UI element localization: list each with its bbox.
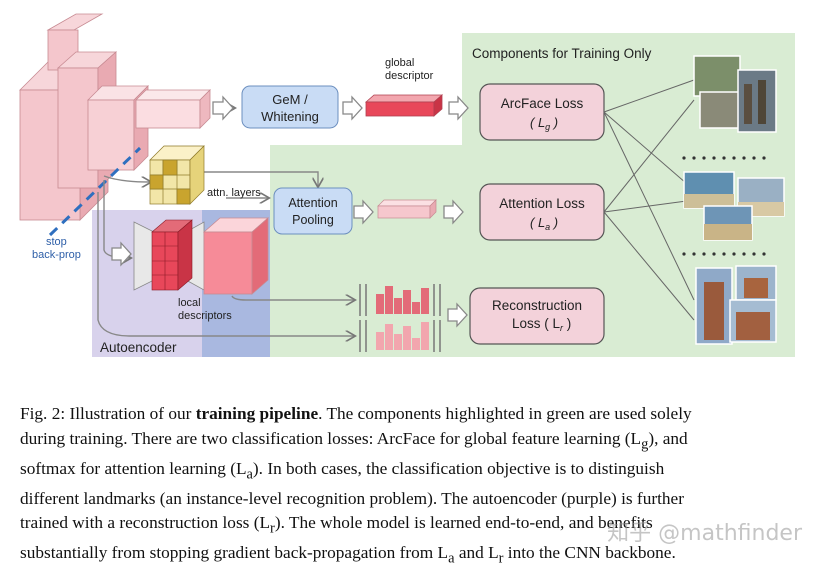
- loss-image-links: [603, 79, 695, 321]
- caption-text: into the CNN backbone.: [503, 543, 676, 563]
- caption-line-2: during training. There are two classific…: [20, 427, 810, 457]
- descriptor-label: descriptor: [385, 70, 434, 82]
- green-title: Components for Training Only: [472, 46, 652, 61]
- attention-pooling-label-2: Pooling: [292, 213, 334, 227]
- reconstruction-loss-box: Reconstruction Loss ( Lr ): [469, 287, 605, 345]
- attention-pooling-box: [273, 187, 353, 235]
- attn-layers-label: attn. layers: [207, 187, 261, 199]
- arcface-loss-label: ArcFace Loss: [501, 96, 584, 111]
- gem-label-2: Whitening: [261, 109, 319, 124]
- figure-caption: Fig. 2: Illustration of our training pip…: [20, 402, 810, 571]
- caption-line-5: trained with a reconstruction loss (Lr).…: [20, 511, 810, 541]
- encoder-shape: [133, 221, 155, 291]
- caption-text: trained with a reconstruction loss (L: [20, 513, 271, 533]
- gem-label-1: GeM /: [272, 92, 308, 107]
- hollow-arrows: [111, 95, 469, 328]
- stop-backprop-line: [48, 146, 142, 237]
- connectors: [97, 108, 354, 336]
- reconstruction-loss-label: Reconstruction: [492, 298, 582, 313]
- global-label: global: [385, 57, 414, 69]
- caption-line-3: softmax for attention learning (La). In …: [20, 457, 810, 487]
- caption-text: ). The whole model is learned end-to-end…: [274, 513, 653, 533]
- landmark-images-group-2: [683, 171, 785, 241]
- caption-text: ). In both cases, the classification obj…: [252, 458, 665, 478]
- landmark-images-group-3: [695, 265, 777, 345]
- caption-sub: r: [498, 550, 504, 567]
- local-label: local: [178, 297, 201, 309]
- dots-2: [682, 252, 766, 256]
- diagram-svg: Components for Training Only Autoencoder…: [19, 13, 795, 357]
- attention-loss-box: Attention Loss ( La ): [479, 183, 605, 241]
- caption-text: during training. There are two classific…: [20, 428, 642, 448]
- caption-sub: g: [641, 436, 649, 453]
- backprop-label: back-prop: [32, 249, 81, 261]
- caption-text: softmax for attention learning (L: [20, 458, 247, 478]
- descriptors-label: descriptors: [178, 310, 232, 322]
- attention-pooling-label-1: Attention: [288, 196, 337, 210]
- caption-line-6: substantially from stopping gradient bac…: [20, 541, 810, 571]
- caption-text: . The components highlighted in green ar…: [318, 404, 692, 423]
- gem-whitening-box: [241, 85, 339, 129]
- global-descriptor-bar: [364, 94, 444, 117]
- autoencoder-label: Autoencoder: [100, 340, 177, 355]
- dots-1: [682, 156, 766, 160]
- landmark-images-group-1: [693, 55, 777, 133]
- histogram-bottom: [359, 320, 441, 352]
- attention-symbol: ( La ): [530, 215, 558, 232]
- reconstruction-symbol: Loss ( Lr ): [512, 316, 571, 333]
- reconstructed-block: [202, 217, 270, 295]
- caption-line-4: different landmarks (an instance-level r…: [20, 487, 810, 512]
- arcface-symbol: ( Lg ): [530, 115, 558, 132]
- caption-sub: a: [246, 466, 253, 483]
- caption-text: ), and: [648, 428, 688, 448]
- caption-text: and L: [454, 543, 499, 563]
- caption-sub: r: [270, 520, 275, 537]
- caption-text: substantially from stopping gradient bac…: [20, 543, 449, 563]
- watermark: 知乎 @mathfinder: [607, 521, 802, 546]
- pipeline-diagram: Components for Training Only Autoencoder…: [19, 13, 795, 357]
- attention-output-bar: [377, 199, 437, 219]
- attention-loss-label: Attention Loss: [499, 196, 585, 211]
- caption-text: Fig. 2: Illustration of our: [20, 404, 196, 423]
- caption-bold: training pipeline: [195, 404, 319, 423]
- caption-sub: a: [448, 550, 455, 567]
- stop-label: stop: [46, 236, 67, 248]
- attention-layers-cube: [149, 145, 205, 205]
- caption-line-1: Fig. 2: Illustration of our training pip…: [20, 402, 810, 427]
- arcface-loss-box: ArcFace Loss ( Lg ): [479, 83, 605, 141]
- cnn-backbone: [19, 13, 211, 221]
- histogram-top: [359, 284, 441, 316]
- caption-text: different landmarks (an instance-level r…: [20, 488, 684, 508]
- local-descriptors-grid: [151, 219, 193, 291]
